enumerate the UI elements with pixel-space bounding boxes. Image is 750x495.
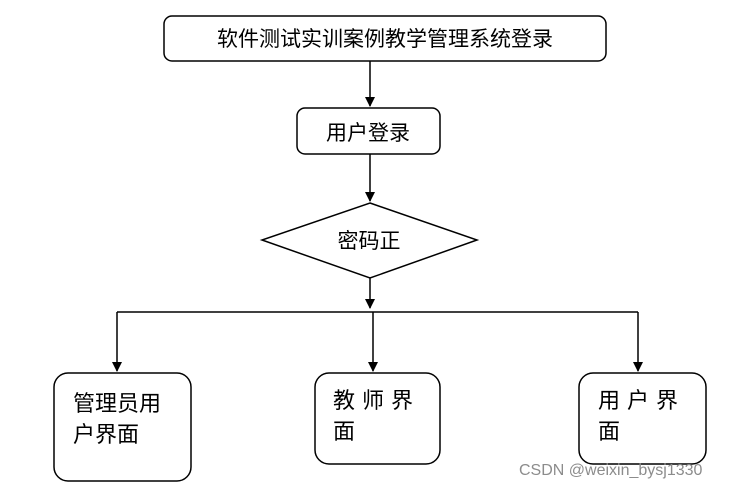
login-node-label: 用户登录	[326, 121, 410, 145]
title-node: 软件测试实训案例教学管理系统登录	[163, 15, 607, 62]
user-node: 用 户 界 面	[578, 372, 707, 465]
watermark-text: CSDN @weixin_bysj1330	[519, 462, 703, 479]
admin-node-label-line2: 户界面	[73, 423, 139, 448]
admin-node-label-line1: 管理员用	[73, 392, 161, 417]
user-node-label-line2: 面	[598, 420, 620, 445]
decision-node-label: 密码正	[338, 229, 401, 253]
title-node-label: 软件测试实训案例教学管理系统登录	[217, 27, 553, 51]
admin-node: 管理员用 户界面	[53, 372, 192, 482]
decision-node: 密码正	[259, 202, 480, 279]
login-node: 用户登录	[296, 107, 441, 155]
teacher-node-label-line1: 教 师 界	[333, 389, 413, 414]
teacher-node-label-line2: 面	[333, 420, 355, 445]
user-node-label-line1: 用 户 界	[598, 389, 678, 414]
teacher-node: 教 师 界 面	[314, 372, 441, 465]
